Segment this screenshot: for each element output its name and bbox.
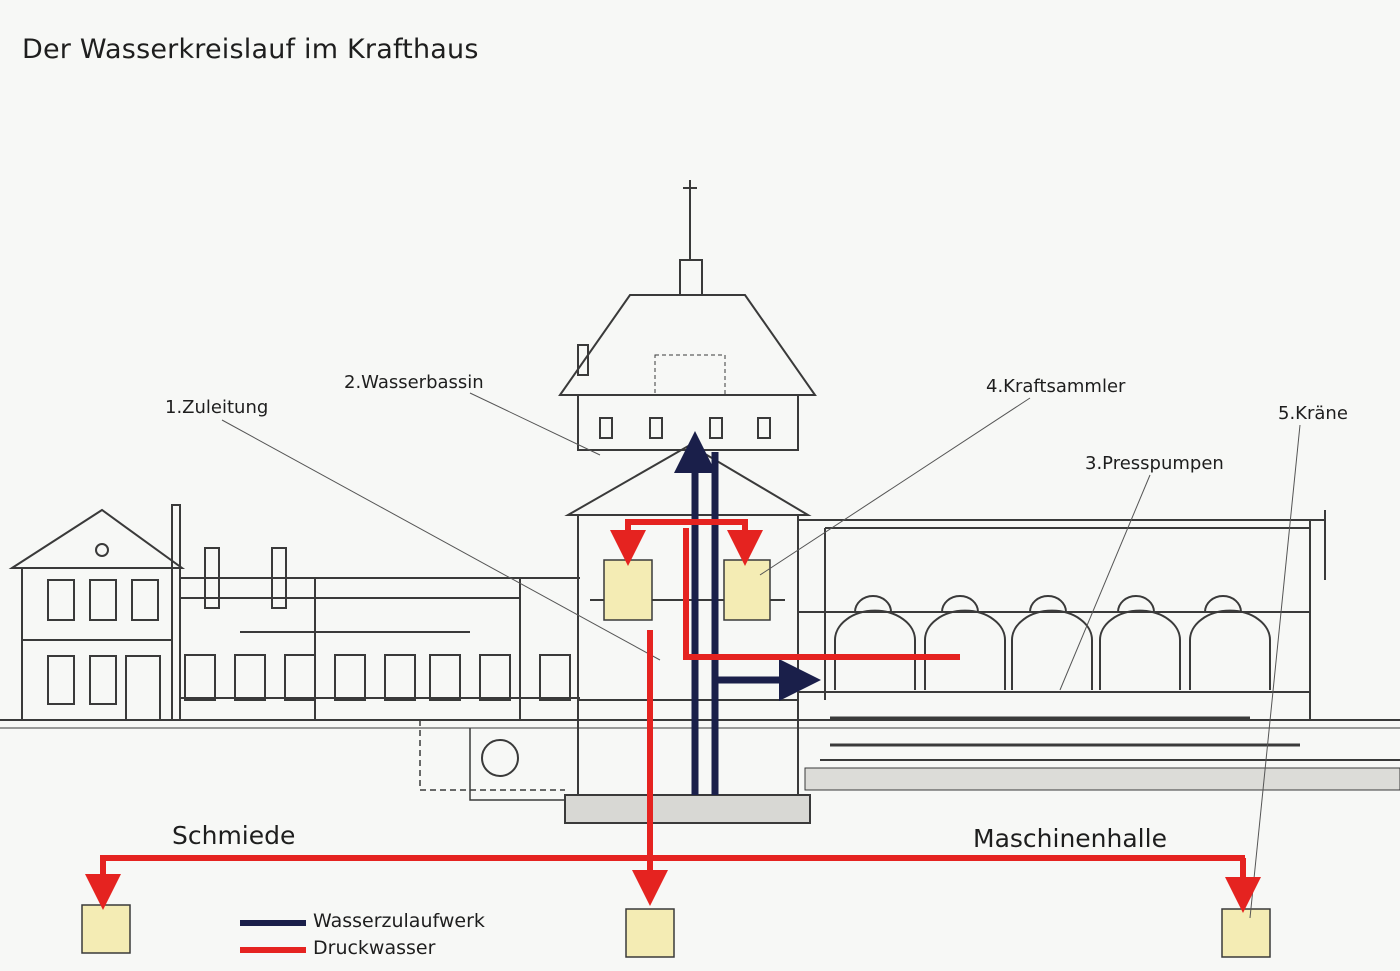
right-hall [798, 510, 1400, 761]
callout-kraftsammler: 4.Kraftsammler [986, 376, 1126, 397]
left-hall [180, 547, 580, 777]
callout-wasserbassin: 2.Wasserbassin [344, 372, 484, 393]
callout-zuleitung: 1.Zuleitung [165, 397, 269, 418]
left-building [8, 504, 186, 721]
central-tower [558, 180, 817, 796]
area-label-schmiede: Schmiede [172, 821, 296, 850]
diagram-title: Der Wasserkreislauf im Krafthaus [22, 34, 479, 65]
legend-label-pressure: Druckwasser [313, 937, 436, 959]
area-label-maschinenhalle: Maschinenhalle [973, 824, 1167, 853]
legend-swatch-pressure [240, 947, 306, 953]
outlet-box-schmiede [81, 904, 131, 954]
tanks [81, 559, 1271, 958]
callout-presspumpen: 3.Presspumpen [1085, 453, 1224, 474]
kraftsammler-tank-left [603, 559, 653, 621]
outlet-box-center [625, 908, 675, 958]
pressure-water-lines [85, 519, 1261, 913]
ground [0, 719, 1400, 824]
callout-kraene: 5.Kräne [1278, 403, 1348, 424]
legend-label-supply: Wasserzulaufwerk [313, 910, 485, 932]
outlet-box-maschinenhalle [1221, 908, 1271, 958]
legend-swatch-supply [240, 920, 306, 926]
kraftsammler-tank-right [723, 559, 771, 621]
supply-water-lines [674, 431, 821, 795]
leader-lines [221, 392, 1301, 919]
